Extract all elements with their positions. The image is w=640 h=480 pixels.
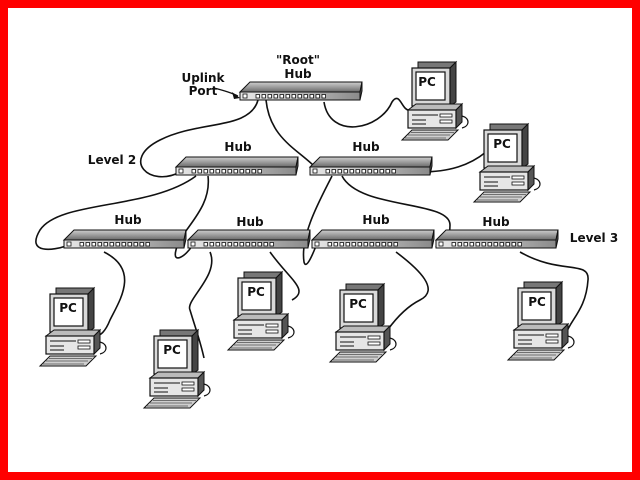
pc-bottom-4: PC	[329, 283, 397, 363]
uplink-arrow	[213, 87, 240, 99]
cable-l3c-pc	[385, 251, 429, 333]
pc-right: PC	[473, 123, 541, 203]
pc-label: PC	[163, 343, 181, 357]
hub-label-level3-2: Hub	[236, 215, 264, 229]
pc-top-right: PC	[401, 61, 469, 141]
hub-level3-4	[435, 229, 559, 249]
uplink-label-line1: Uplink	[181, 71, 225, 85]
hub-label-level2-right: Hub	[352, 140, 380, 154]
level2-label: Level 2	[88, 153, 136, 167]
pc-label: PC	[493, 137, 511, 151]
cable-l2left-l3b	[174, 175, 209, 259]
hub-level2-left	[175, 156, 299, 176]
pc-bottom-2: PC	[143, 329, 211, 409]
cable-l3a-pc	[93, 251, 126, 337]
pc-label: PC	[528, 295, 546, 309]
hub-label-level3-4: Hub	[482, 215, 510, 229]
cable-l3b-pc	[188, 251, 213, 359]
root-label-line2: Hub	[284, 67, 312, 81]
hub-label-level3-3: Hub	[362, 213, 390, 227]
cable-l3d-pc	[519, 251, 589, 335]
hub-level3-1	[63, 229, 187, 249]
hub-level3-2	[187, 229, 311, 249]
cable-root-pc	[323, 97, 411, 128]
diagram-frame: PC PC PC PC PC PC PC "Root" Hub Uplink P…	[8, 8, 632, 472]
level3-label: Level 3	[570, 231, 618, 245]
hub-label-level3-1: Hub	[114, 213, 142, 227]
pc-label: PC	[59, 301, 77, 315]
cable-l2left-l3a	[35, 175, 197, 251]
cables	[35, 97, 589, 359]
cable-l2right-l3c	[302, 175, 333, 266]
hub-level3-3	[311, 229, 435, 249]
uplink-label-line2: Port	[189, 84, 218, 98]
hub-root	[239, 81, 363, 101]
pc-label: PC	[349, 297, 367, 311]
pc-bottom-5: PC	[507, 281, 575, 361]
hub-label-level2-left: Hub	[224, 140, 252, 154]
pc-label: PC	[247, 285, 265, 299]
pc-bottom-1: PC	[39, 287, 107, 367]
hub-level2-right	[309, 156, 433, 176]
cable-l3b-pc2	[269, 251, 300, 301]
pc-label: PC	[418, 75, 436, 89]
root-label-line1: "Root"	[276, 53, 320, 67]
cable-root-l2left	[139, 99, 259, 178]
pc-bottom-3: PC	[227, 271, 295, 351]
